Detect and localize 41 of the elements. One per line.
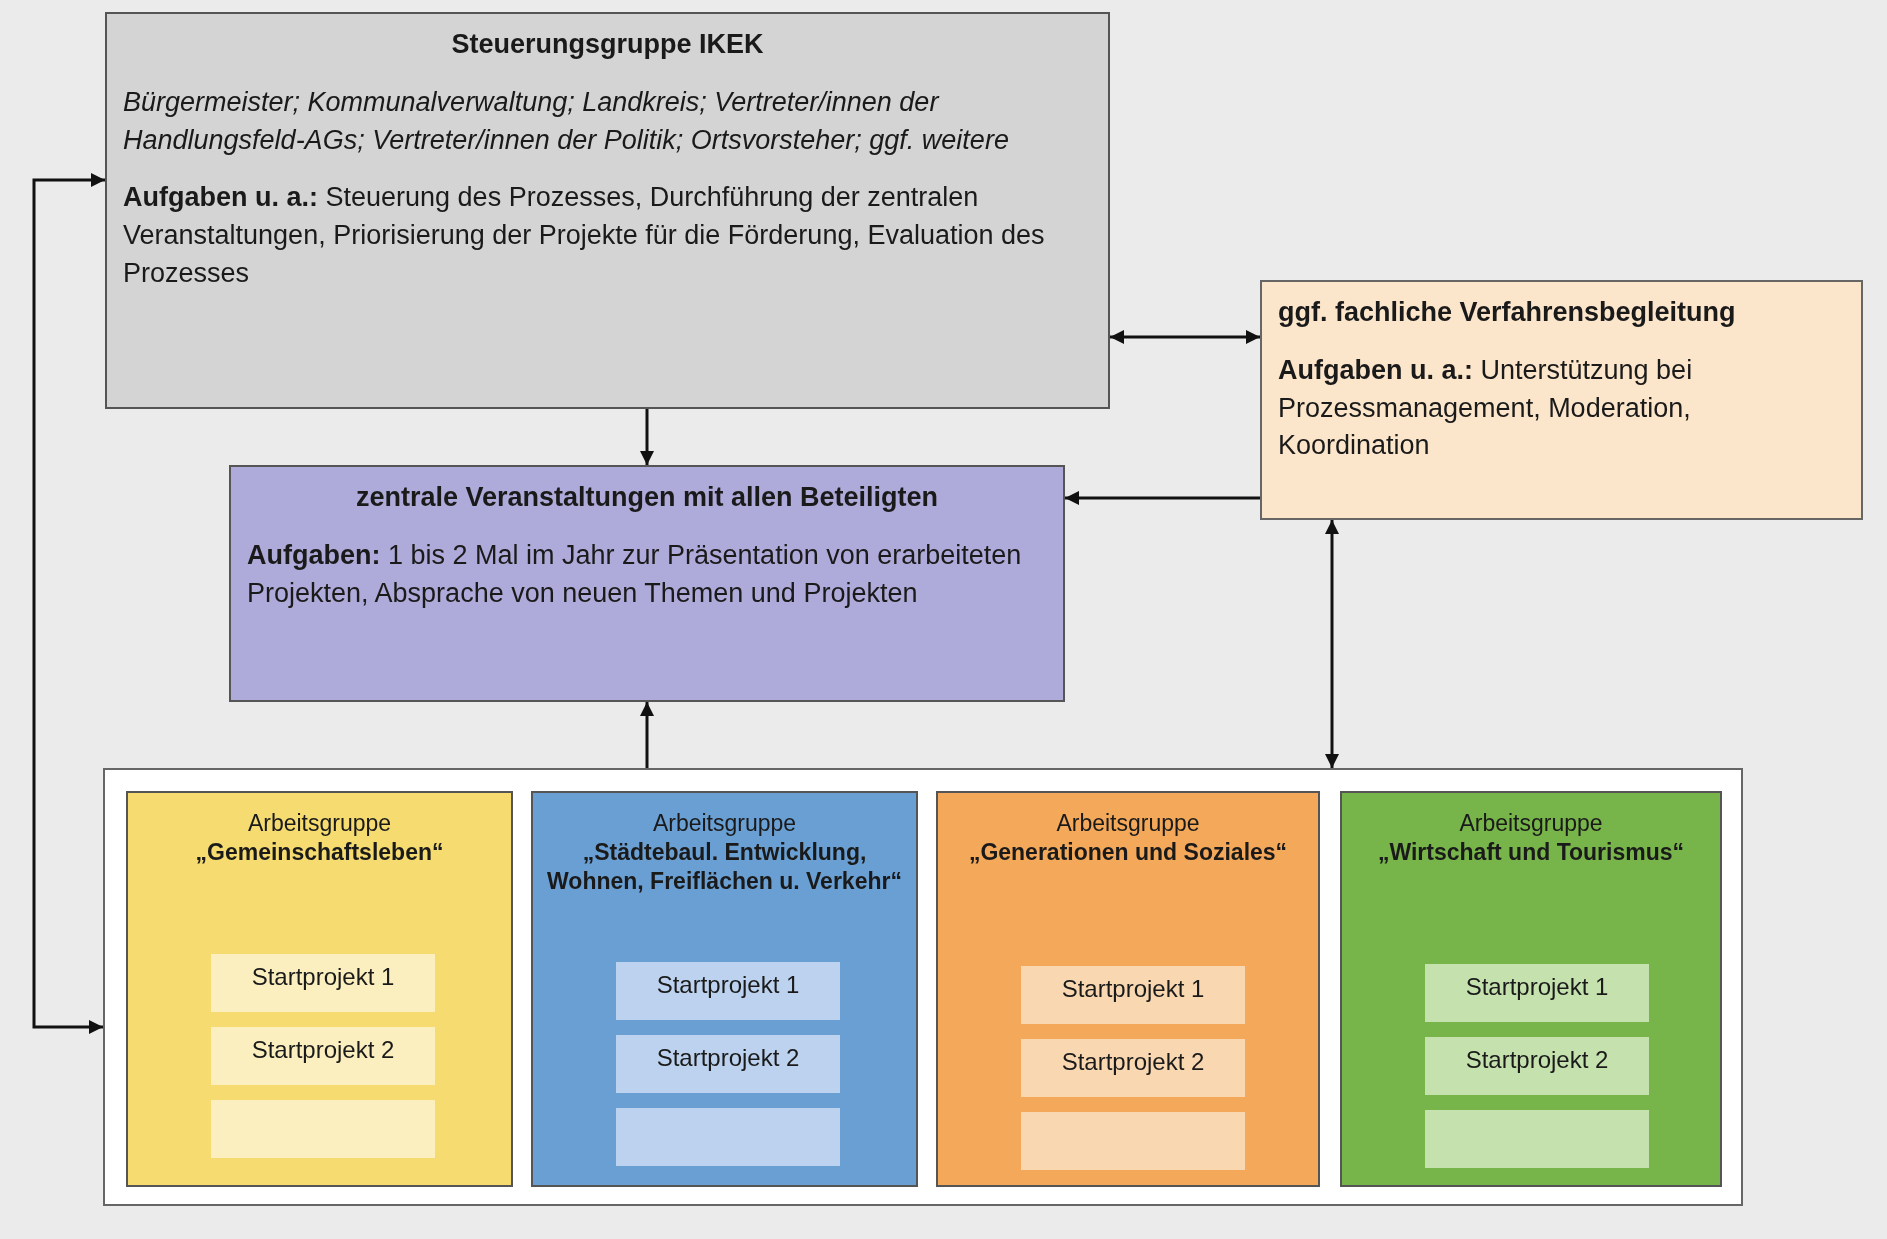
group-frame <box>103 768 1743 1206</box>
project-box: Startprojekt 2 <box>1425 1037 1649 1095</box>
arrow <box>1065 491 1260 505</box>
project-box: Startprojekt 1 <box>616 962 840 1020</box>
box-body: Aufgaben u. a.: Steuerung des Prozesses, Durchführung der zentralen Veranstaltungen, Priorisierung der Projekte für die Förderung, Evaluation des Prozesses <box>123 181 1046 290</box>
empty-project-box <box>211 1100 435 1158</box>
arrow <box>640 702 654 768</box>
arrow <box>1110 330 1260 344</box>
project-box: Startprojekt 1 <box>1021 966 1245 1024</box>
working-group-panel <box>936 791 1320 1187</box>
arrow <box>640 409 654 465</box>
working-group-panel <box>531 791 918 1187</box>
working-group-panel <box>126 791 513 1187</box>
group-name: „Gemeinschaftsleben“ <box>194 837 445 867</box>
project-box: Startprojekt 2 <box>211 1027 435 1085</box>
group-label: Arbeitsgruppe <box>1458 809 1604 838</box>
group-label: Arbeitsgruppe <box>1055 809 1201 838</box>
box-body: Aufgaben u. a.: Unterstützung bei Prozessmanagement, Moderation, Koordination <box>1278 353 1694 463</box>
project-box: Startprojekt 2 <box>616 1035 840 1093</box>
empty-project-box <box>1021 1112 1245 1170</box>
project-box: Startprojekt 1 <box>211 954 435 1012</box>
project-box: Startprojekt 1 <box>1425 964 1649 1022</box>
box-heading: Steuerungsgruppe IKEK <box>450 28 765 61</box>
box-heading: ggf. fachliche Verfahrensbegleitung <box>1278 296 1737 329</box>
arrow <box>32 173 105 1034</box>
empty-project-box <box>1425 1110 1649 1168</box>
process-box <box>229 465 1065 702</box>
arrow <box>1325 520 1339 768</box>
box-body: Bürgermeister; Kommunalverwaltung; Landkreis; Vertreter/innen der Handlungsfeld-AGs; Vertreter/innen der Politik; Ortsvorsteher; ggf. weitere <box>123 85 1010 157</box>
group-label: Arbeitsgruppe <box>651 809 798 838</box>
process-box <box>1260 280 1863 520</box>
box-heading: zentrale Veranstaltungen mit allen Beteiligten <box>354 481 940 514</box>
group-name: „Wirtschaft und Tourismus“ <box>1376 837 1685 867</box>
working-group-panel <box>1340 791 1722 1187</box>
group-name: „Städtebaul. Entwicklung, Wohnen, Freiflächen u. Verkehr“ <box>546 837 903 896</box>
group-label: Arbeitsgruppe <box>246 809 393 838</box>
empty-project-box <box>616 1108 840 1166</box>
project-box: Startprojekt 2 <box>1021 1039 1245 1097</box>
group-name: „Generationen und Soziales“ <box>967 837 1289 867</box>
process-box <box>105 12 1110 409</box>
box-body: Aufgaben: 1 bis 2 Mal im Jahr zur Präsentation von erarbeiteten Projekten, Absprache von neuen Themen und Projekten <box>247 538 1023 610</box>
